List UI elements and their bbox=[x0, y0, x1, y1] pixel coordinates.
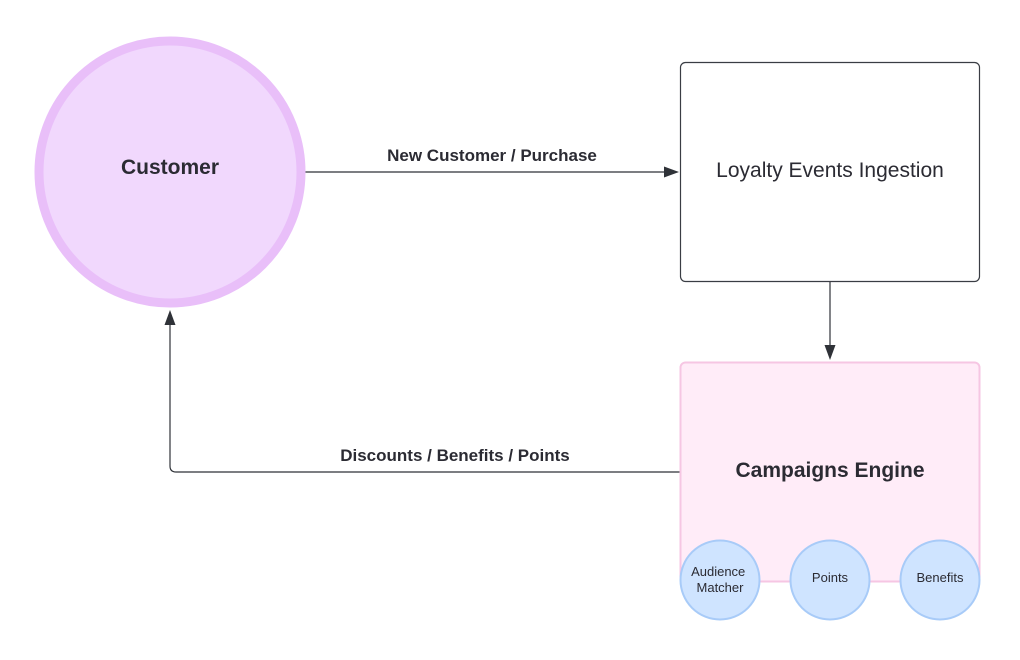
node-points[interactable]: Points bbox=[789, 539, 871, 621]
edge-ingestion-to-campaigns bbox=[824, 282, 836, 360]
points-circle bbox=[789, 539, 871, 621]
ingestion-box bbox=[679, 61, 981, 283]
edge-customer-to-ingestion-arrowhead bbox=[664, 166, 679, 178]
campaigns-label: Campaigns Engine bbox=[735, 459, 924, 482]
audience-matcher-label: Audience Matcher bbox=[691, 564, 749, 595]
edge-ingestion-to-campaigns-arrowhead bbox=[824, 345, 836, 360]
benefits-label: Benefits bbox=[917, 570, 964, 585]
audience-matcher-label-line1: Audience bbox=[691, 564, 745, 579]
edge-campaigns-to-customer-label: Discounts / Benefits / Points bbox=[340, 446, 570, 465]
node-benefits[interactable]: Benefits bbox=[899, 539, 981, 621]
edge-campaigns-to-customer-line bbox=[169, 324, 680, 473]
audience-matcher-circle bbox=[679, 539, 761, 621]
points-label: Points bbox=[812, 570, 849, 585]
node-customer[interactable]: Customer bbox=[34, 36, 306, 308]
node-campaigns-engine[interactable]: Campaigns Engine bbox=[679, 361, 981, 583]
benefits-circle bbox=[899, 539, 981, 621]
node-audience-matcher[interactable]: Audience Matcher bbox=[679, 539, 761, 621]
edge-customer-to-ingestion-label: New Customer / Purchase bbox=[387, 146, 597, 165]
customer-label: Customer bbox=[121, 156, 219, 179]
ingestion-label: Loyalty Events Ingestion bbox=[716, 159, 944, 182]
audience-matcher-label-line2: Matcher bbox=[697, 580, 745, 595]
node-loyalty-events-ingestion[interactable]: Loyalty Events Ingestion bbox=[679, 61, 981, 283]
edge-customer-to-ingestion: New Customer / Purchase bbox=[305, 146, 679, 178]
edge-campaigns-to-customer-arrowhead bbox=[164, 310, 176, 325]
customer-circle bbox=[34, 36, 306, 308]
edge-campaigns-to-customer: Discounts / Benefits / Points bbox=[164, 310, 680, 473]
